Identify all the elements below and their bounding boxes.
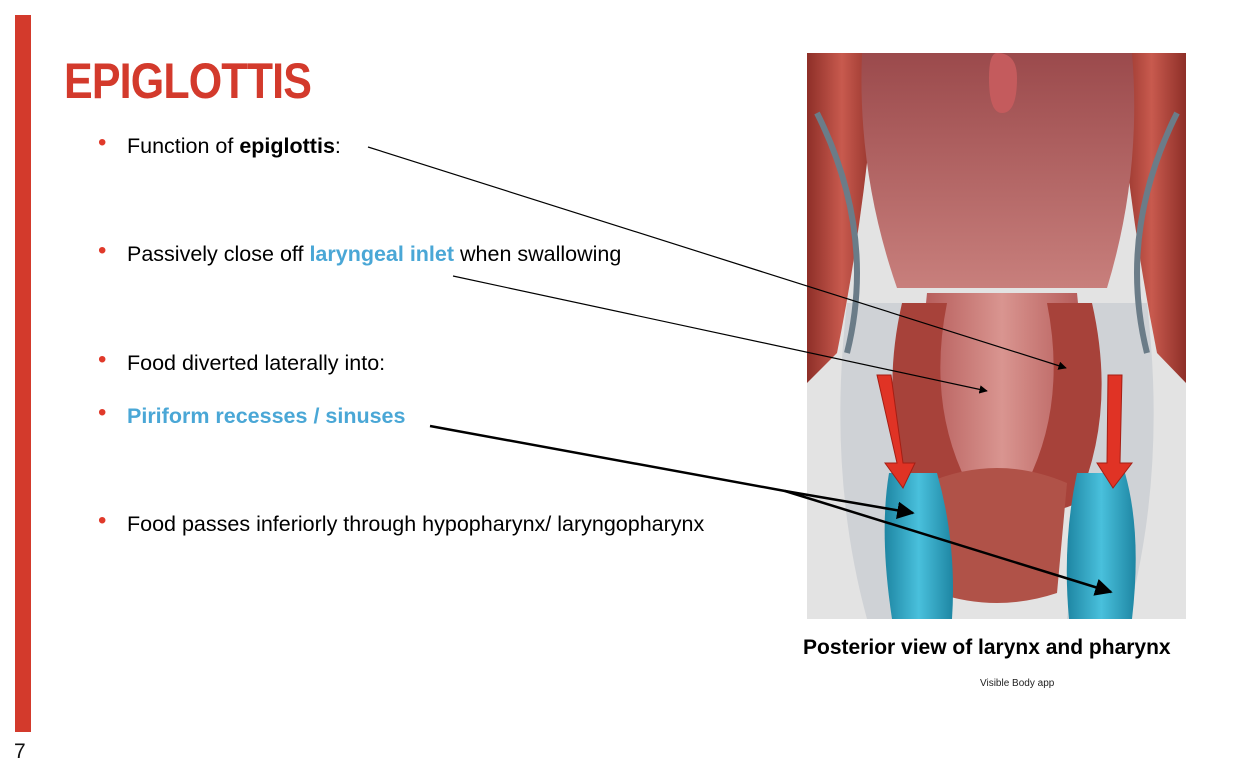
larynx-pharynx-illustration	[807, 53, 1186, 619]
text-run: Function of	[127, 134, 240, 158]
bullet-list: • Function of epiglottis: • Passively cl…	[0, 0, 800, 600]
figure-credit: Visible Body app	[980, 678, 1055, 689]
piriform-recess-right	[1066, 473, 1136, 619]
term-laryngeal-inlet: laryngeal inlet	[309, 242, 455, 266]
term-piriform-recesses: Piriform recesses / sinuses	[127, 404, 406, 428]
bullet-dot-icon: •	[98, 129, 107, 156]
term-epiglottis: epiglottis	[239, 134, 335, 158]
aryepiglottic-fold-right	[1027, 303, 1102, 510]
text-run: Food diverted laterally into:	[127, 351, 386, 375]
bullet-dot-icon: •	[98, 237, 107, 264]
red-arrow-right-icon	[1096, 374, 1134, 489]
text-run: Food passes inferiorly through hypophary…	[127, 512, 705, 536]
bullet-dot-icon: •	[98, 507, 107, 534]
text-run: Passively close off	[127, 242, 310, 266]
text-run: when swallowing	[454, 242, 622, 266]
figure-caption: Posterior view of larynx and pharynx	[803, 636, 1171, 659]
page-number: 7	[14, 740, 26, 763]
bullet-dot-icon: •	[98, 346, 107, 373]
accent-bar	[15, 15, 31, 732]
bullet-dot-icon: •	[98, 399, 107, 426]
uvula	[989, 53, 1017, 113]
slide-title: EPIGLOTTIS	[64, 53, 312, 109]
anatomy-figure	[807, 53, 1186, 619]
text-run: :	[334, 134, 341, 158]
vessel-right	[1134, 111, 1180, 354]
